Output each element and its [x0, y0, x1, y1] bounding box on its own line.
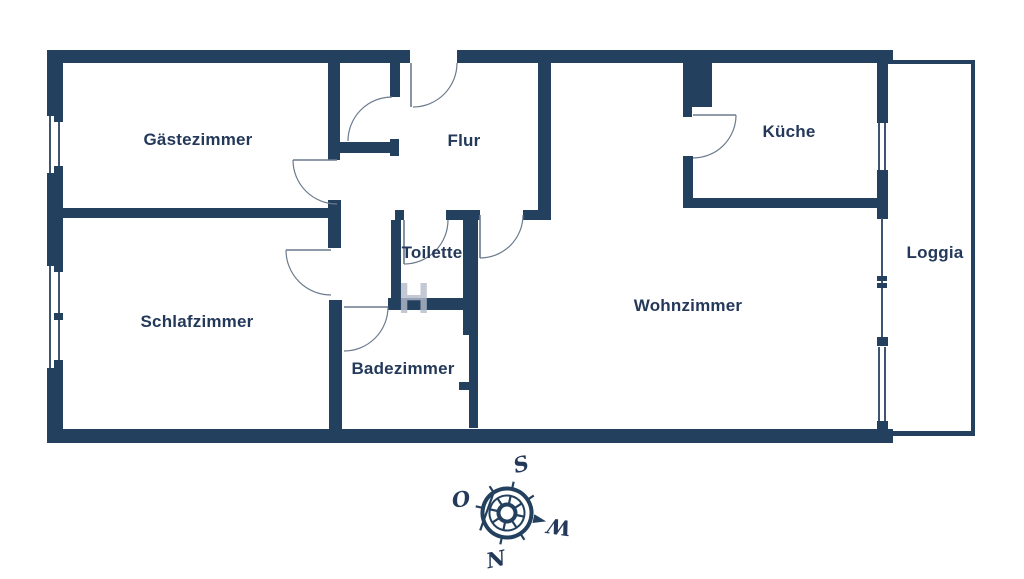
door-guest-room [292, 159, 338, 205]
watermark-fragment: H [398, 274, 430, 323]
room-label-wohnzimmer: Wohnzimmer [633, 296, 743, 315]
room-label-kueche: Küche [762, 122, 816, 141]
room-label-gaestezimmer: Gästezimmer [143, 130, 253, 149]
compass-icon [475, 481, 547, 545]
window-guest-room [49, 114, 63, 174]
outer-walls [47, 50, 893, 443]
door-kitchen [692, 114, 737, 159]
compass-spokes [475, 481, 535, 545]
loggia-outline [886, 60, 975, 436]
door-living-room [479, 214, 524, 259]
door-closet [347, 96, 393, 142]
room-label-badezimmer: Badezimmer [351, 359, 455, 378]
door-entrance [410, 62, 458, 108]
room-label-flur: Flur [447, 131, 481, 150]
window-bedroom [49, 264, 63, 368]
interior-walls [60, 63, 888, 443]
window-kitchen-loggia [877, 116, 888, 177]
window-living-loggia [877, 347, 888, 430]
room-label-toilette: Toilette [401, 243, 463, 262]
room-label-schlafzimmer: Schlafzimmer [140, 312, 254, 331]
door-toilet [403, 219, 449, 265]
compass-letter-east: O [450, 485, 472, 513]
loggia-door-living [877, 211, 888, 346]
door-bedroom [285, 249, 332, 296]
room-label-loggia: Loggia [906, 243, 964, 262]
compass-arrow [532, 514, 547, 524]
door-bathroom [343, 306, 389, 352]
compass-letter-west: W [545, 512, 573, 542]
